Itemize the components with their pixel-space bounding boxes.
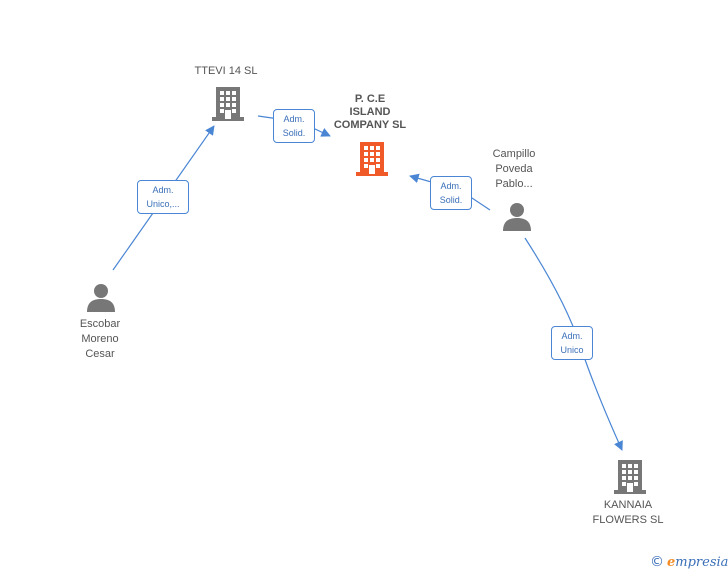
node-pce-line-3[interactable]: COMPANY SL (333, 119, 407, 131)
node-label-kannaia: KANNAIA FLOWERS SL (580, 498, 676, 528)
person-icon[interactable] (502, 201, 532, 231)
node-kannaia-line-2[interactable]: FLOWERS SL (592, 514, 664, 526)
node-pce-line-2[interactable]: ISLAND (349, 106, 391, 118)
copyright-icon: © (650, 554, 664, 570)
node-pce-line-1[interactable]: P. C.E (354, 93, 386, 105)
brand-initial: e (667, 555, 676, 570)
edge-label-line: Adm. (152, 185, 174, 195)
node-campillo-line-2[interactable]: Poveda (495, 163, 533, 175)
node-label-pce: P. C.E ISLAND COMPANY SL (320, 93, 420, 132)
node-label-ttevi: TTEVI 14 SL (178, 64, 274, 79)
building-icon[interactable] (212, 85, 244, 121)
edge-label-line: Unico,... (146, 199, 180, 209)
edge-label-line: Solid. (282, 128, 306, 138)
person-icon[interactable] (86, 282, 116, 312)
node-escobar-line-3[interactable]: Cesar (85, 348, 115, 360)
node-escobar-line-1[interactable]: Escobar (79, 318, 121, 330)
edge-label-line: Adm. (440, 181, 462, 191)
edge-label-escobar-ttevi[interactable]: Adm. Unico,... (137, 180, 189, 214)
brand-name: mpresia (675, 555, 728, 570)
building-icon[interactable] (356, 140, 388, 176)
node-campillo-line-1[interactable]: Campillo (492, 148, 536, 160)
node-escobar-line-2[interactable]: Moreno (81, 333, 119, 345)
node-kannaia-line-1[interactable]: KANNAIA (603, 499, 653, 511)
edge-label-line: Adm. (283, 114, 305, 124)
building-icon[interactable] (614, 458, 646, 494)
node-ttevi-name[interactable]: TTEVI 14 SL (194, 65, 258, 77)
edge-label-line: Adm. (561, 331, 583, 341)
node-label-escobar: Escobar Moreno Cesar (60, 317, 140, 362)
brand-logo: ©empresia (650, 554, 728, 570)
edge-label-ttevi-pce[interactable]: Adm. Solid. (273, 109, 315, 143)
node-label-campillo: Campillo Poveda Pablo... (474, 147, 554, 192)
node-campillo-line-3[interactable]: Pablo... (495, 178, 533, 190)
edge-label-campillo-kannaia[interactable]: Adm. Unico (551, 326, 593, 360)
edge-label-line: Solid. (439, 195, 463, 205)
edge-label-line: Unico (560, 345, 584, 355)
edge-label-campillo-pce[interactable]: Adm. Solid. (430, 176, 472, 210)
